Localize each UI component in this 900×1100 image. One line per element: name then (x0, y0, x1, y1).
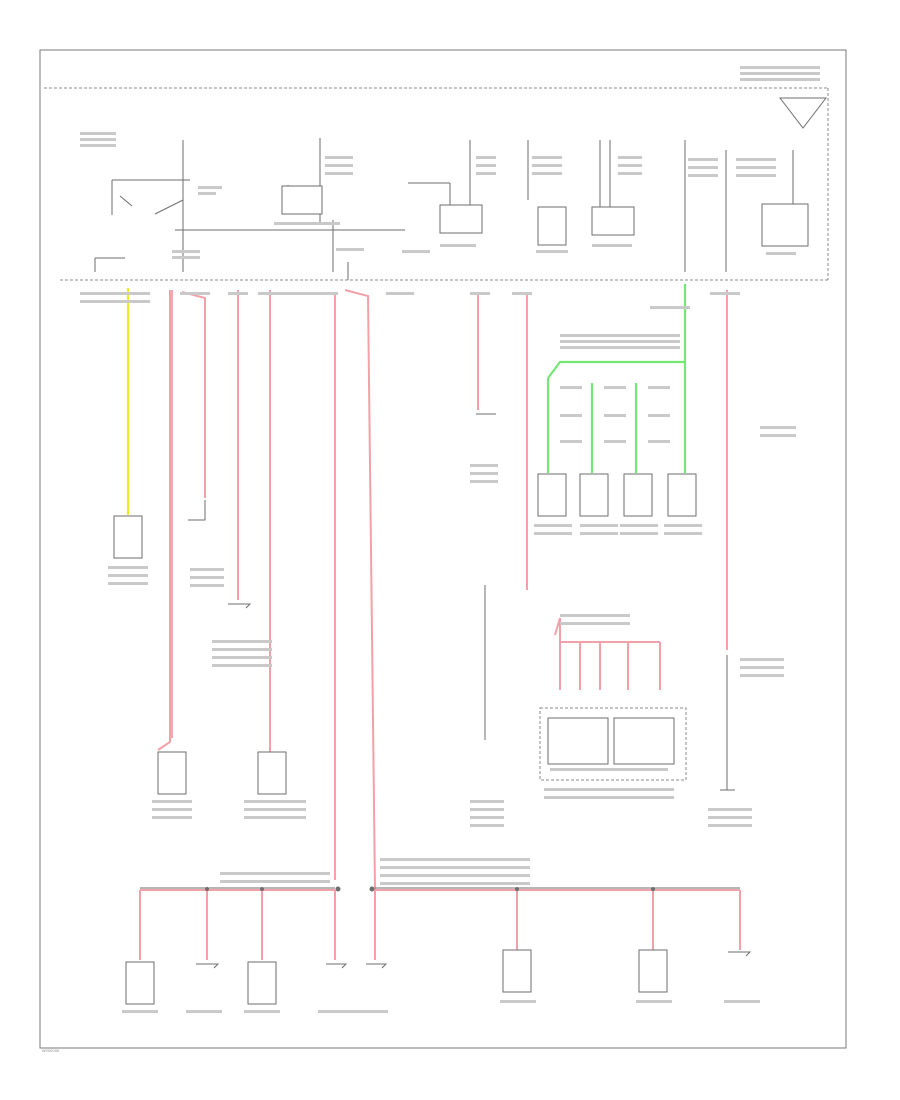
label-placeholders (80, 66, 820, 1013)
fusebox-corner-triangle (778, 97, 828, 129)
fusebox-internals (94, 138, 794, 280)
bottom-bus (139, 886, 741, 960)
footer-code: W000000 (42, 1049, 60, 1053)
components (113, 413, 752, 1005)
wires-pink-left (157, 289, 728, 891)
outer-frame (39, 49, 847, 1049)
fusebox-relays (281, 185, 809, 247)
wires-green (546, 284, 687, 473)
wires-pink-middle (484, 585, 728, 790)
